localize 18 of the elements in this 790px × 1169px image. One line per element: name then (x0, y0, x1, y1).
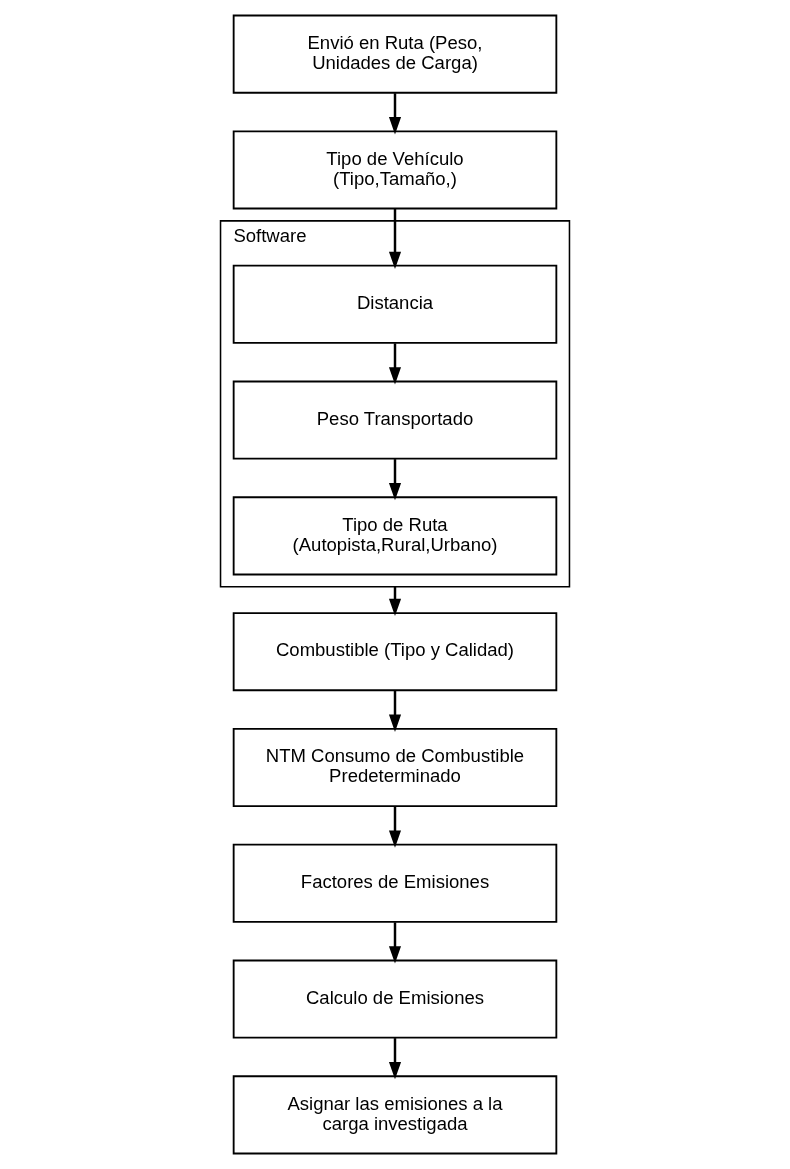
arrow (388, 806, 402, 848)
node-box: Factores de Emisiones (232, 843, 558, 923)
node-box: Distancia (232, 264, 558, 344)
arrow (388, 93, 402, 135)
node-box: Combustible (Tipo y Calidad) (232, 612, 558, 692)
arrow (388, 690, 402, 732)
node-box: Tipo de Ruta (Autopista,Rural,Urbano) (232, 496, 558, 576)
node-box: Calculo de Emisiones (232, 959, 558, 1039)
arrow (388, 343, 402, 385)
arrow (388, 208, 402, 270)
node-box: Peso Transportado (232, 380, 558, 460)
node-box: Asignar las emisiones a la carga investigada (232, 1075, 558, 1155)
node-box: Envió en Ruta (Peso, Unidades de Carga) (232, 14, 558, 94)
arrow (388, 459, 402, 501)
node-box: NTM Consumo de Combustible Predeterminado (232, 727, 558, 807)
node-box: Tipo de Vehículo (Tipo,Tamaño,) (232, 130, 558, 210)
arrow (388, 922, 402, 964)
arrow (388, 1038, 402, 1080)
